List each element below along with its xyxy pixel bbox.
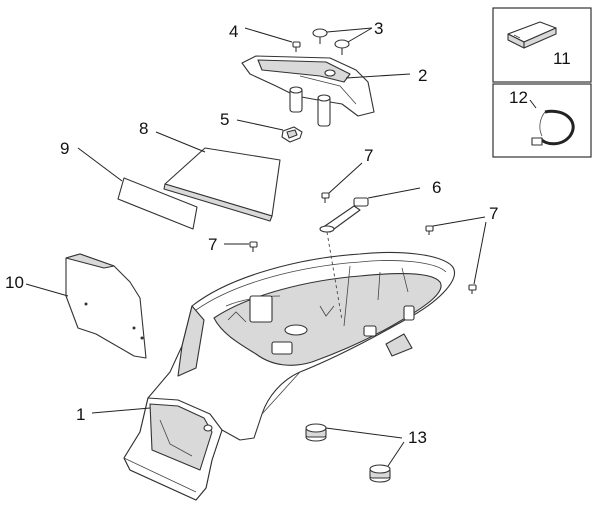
callout-6: 6	[432, 178, 441, 197]
assembly-line	[326, 231, 343, 321]
callout-11: 11	[553, 49, 571, 68]
part-2-bracket: 2	[241, 55, 427, 127]
part-3-fasteners: 3	[312, 19, 383, 55]
part-4-screw: 4	[229, 22, 301, 52]
part-8-pad: 8	[139, 119, 281, 222]
part-1-helmet-compartment: 1	[76, 252, 455, 501]
callout-9: 9	[60, 139, 69, 158]
part-11-box: 11	[492, 7, 592, 83]
callout-8: 8	[139, 119, 148, 138]
callout-13: 13	[408, 428, 427, 447]
part-6-latch: 6	[319, 178, 441, 233]
part-7-screw-center: 7	[321, 146, 373, 203]
callout-5: 5	[220, 110, 229, 129]
part-12-clamp-icon	[529, 99, 575, 146]
callout-12: 12	[509, 88, 528, 107]
callout-7-right: 7	[489, 204, 498, 223]
callout-2: 2	[418, 66, 427, 85]
part-9-plate: 9	[60, 139, 198, 230]
part-11-tool-bag-icon	[507, 21, 557, 49]
callout-7-left: 7	[208, 235, 217, 254]
callout-10: 10	[5, 273, 24, 292]
callout-7-center: 7	[364, 146, 373, 165]
callout-1: 1	[76, 405, 85, 424]
part-7-screws-right: 7	[425, 204, 498, 294]
part-10-panel: 10	[5, 253, 147, 359]
part-7-screw-left: 7	[208, 235, 258, 254]
part-13-rubber-feet: 13	[305, 423, 427, 483]
callout-3: 3	[374, 19, 383, 38]
part-5-clip: 5	[220, 110, 303, 143]
part-12-box: 12	[492, 83, 592, 158]
callout-4: 4	[229, 22, 238, 41]
